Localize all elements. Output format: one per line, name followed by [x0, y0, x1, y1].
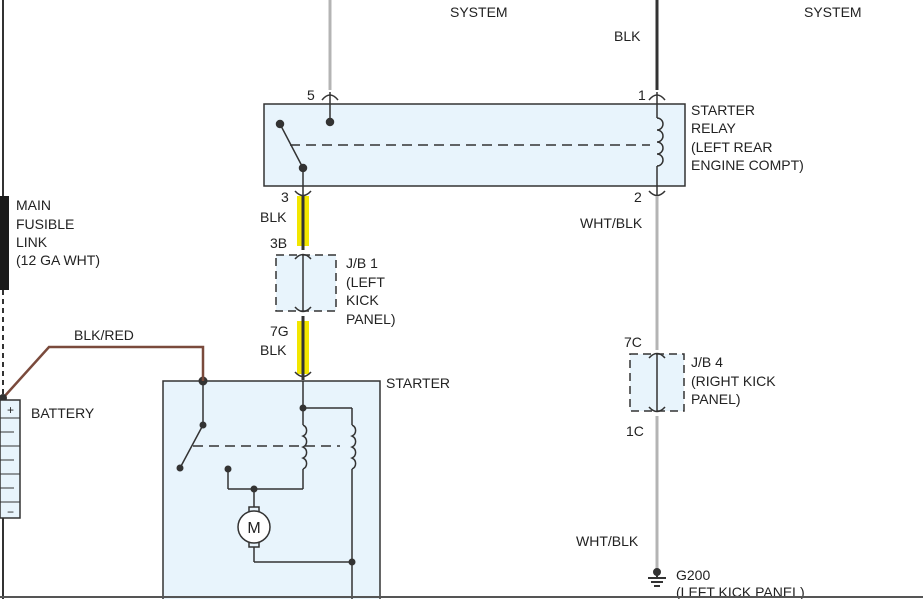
wire-color-blk-top: BLK: [614, 28, 641, 44]
jb4-connector: [648, 352, 666, 413]
motor-label: M: [247, 520, 260, 537]
jb1-name-line1: J/B 1: [346, 255, 378, 271]
relay-pin1-connector: [648, 92, 666, 104]
wire-color-blk-red: BLK/RED: [74, 327, 134, 343]
jb1-pin-bottom-label: 7G: [270, 323, 289, 339]
wire-color-wht-blk-upper: WHT/BLK: [580, 215, 643, 231]
system-label-left: SYSTEM: [450, 4, 508, 20]
relay-pin2-label: 2: [634, 189, 642, 205]
starter-name: STARTER: [386, 375, 450, 391]
wire-color-blk-relay: BLK: [260, 209, 287, 225]
wire-color-wht-blk-lower: WHT/BLK: [576, 533, 639, 549]
starter-connector: [294, 371, 312, 378]
battery-plus-sign: +: [7, 403, 14, 417]
fusible-link-line1: MAIN: [16, 197, 51, 213]
relay-switch: [275, 104, 335, 186]
jb1-box: [275, 254, 337, 312]
relay-pin5-label: 5: [307, 87, 315, 103]
battery-name: BATTERY: [31, 405, 95, 421]
fusible-link-line4: (12 GA WHT): [16, 252, 100, 268]
jb1-name-line3: KICK: [346, 292, 379, 308]
ground-icon: [648, 568, 666, 587]
relay-pin5-connector: [321, 92, 339, 104]
jb1-connector: [294, 253, 312, 313]
fusible-link-line2: FUSIBLE: [16, 216, 74, 232]
jb4-name-line3: PANEL): [691, 391, 741, 407]
wire-color-blk-starter: BLK: [260, 342, 287, 358]
relay-name-line3: (LEFT REAR: [691, 139, 772, 155]
ground-location: (LEFT KICK PANEL): [676, 584, 805, 599]
battery-icon: [0, 399, 21, 519]
relay-pin3-connector: [294, 186, 312, 197]
relay-name-line1: STARTER: [691, 102, 755, 118]
wire-blk-red-battery-to-starter: [2, 345, 205, 399]
jb4-pin-bottom-label: 1C: [626, 423, 644, 439]
relay-pin1-label: 1: [638, 87, 646, 103]
jb1-pin-top-label: 3B: [270, 235, 287, 251]
system-label-right: SYSTEM: [804, 4, 862, 20]
jb4-name-line1: J/B 4: [691, 354, 723, 370]
main-fusible-link: [0, 196, 9, 290]
jb1-name-line4: PANEL): [346, 311, 396, 327]
starter-internal-wiring: [179, 381, 357, 599]
relay-pin2-connector: [648, 186, 666, 197]
motor-icon: M: [237, 506, 271, 548]
relay-coil: [656, 104, 664, 186]
fusible-link-line3: LINK: [16, 234, 48, 250]
battery-minus-sign: −: [7, 505, 14, 519]
starter-box: [162, 380, 381, 599]
ground-name: G200: [676, 567, 710, 583]
starter-terminal-dots: [176, 376, 356, 566]
relay-name-line2: RELAY: [691, 120, 737, 136]
jb4-name-line2: (RIGHT KICK: [691, 373, 776, 389]
relay-name-line4: ENGINE COMPT): [691, 157, 804, 173]
relay-pin3-label: 3: [281, 189, 289, 205]
jb1-name-line2: (LEFT: [346, 274, 385, 290]
jb4-pin-top-label: 7C: [624, 334, 642, 350]
